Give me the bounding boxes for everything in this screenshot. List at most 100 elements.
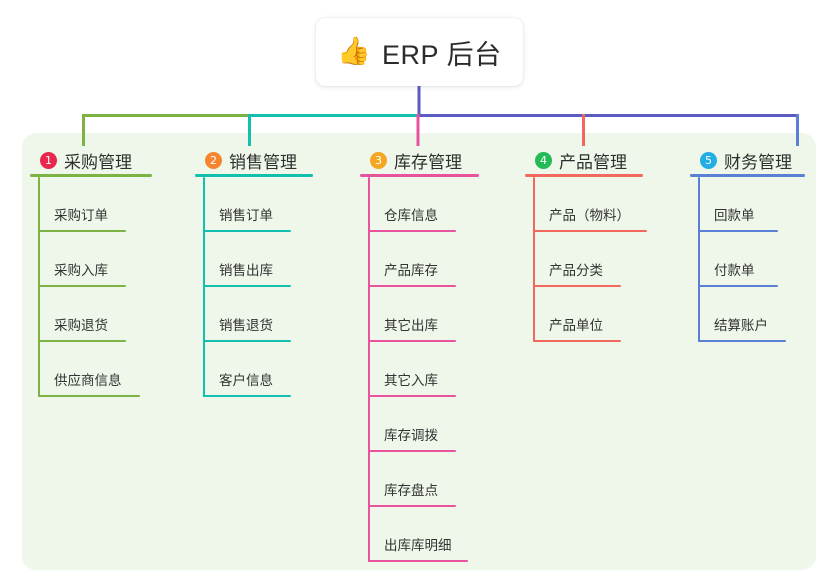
branch-column: 4 产品管理产品（物料） 产品分类产品单位 — [525, 143, 647, 342]
branch-title: 财务管理 — [724, 152, 792, 172]
leaf-label: 销售订单 — [219, 208, 273, 223]
leaf-underline — [368, 340, 456, 342]
leaf-underline — [698, 230, 778, 232]
root-node[interactable]: 👍 ERP 后台 — [316, 18, 523, 86]
branch-leaf-list: 采购订单采购入库采购退货供应商信息 — [30, 177, 140, 397]
leaf-label: 销售退货 — [219, 318, 273, 333]
branch-column: 1 采购管理采购订单采购入库采购退货供应商信息 — [30, 143, 152, 397]
leaf-node[interactable]: 库存盘点 — [360, 452, 462, 507]
leaf-label: 采购退货 — [54, 318, 108, 333]
leaf-node[interactable]: 采购退货 — [30, 287, 132, 342]
leaf-underline — [368, 395, 456, 397]
leaf-label: 回款单 — [714, 208, 755, 223]
leaf-underline — [533, 340, 621, 342]
branch-header[interactable]: 1 采购管理 — [30, 143, 152, 177]
leaf-node[interactable]: 其它入库 — [360, 342, 462, 397]
leaf-node[interactable]: 付款单 — [690, 232, 792, 287]
branch-spine — [203, 177, 205, 397]
leaf-underline — [698, 340, 786, 342]
leaf-node[interactable]: 结算账户 — [690, 287, 792, 342]
branch-number-badge: 2 — [205, 151, 222, 169]
leaf-underline — [38, 230, 126, 232]
leaf-node[interactable]: 销售订单 — [195, 177, 297, 232]
leaf-label: 产品（物料） — [549, 208, 630, 223]
branch-leaf-list: 销售订单销售出库销售退货客户信息 — [195, 177, 297, 397]
leaf-label: 库存盘点 — [384, 483, 438, 498]
leaf-label: 其它出库 — [384, 318, 438, 333]
branch-column: 2 销售管理销售订单销售出库销售退货客户信息 — [195, 143, 313, 397]
leaf-underline — [533, 230, 647, 232]
branch-title: 采购管理 — [64, 152, 132, 172]
leaf-label: 其它入库 — [384, 373, 438, 388]
leaf-underline — [38, 285, 126, 287]
leaf-node[interactable]: 仓库信息 — [360, 177, 462, 232]
leaf-label: 结算账户 — [714, 318, 768, 333]
branch-header-underline — [690, 174, 805, 177]
branch-number-badge: 1 — [40, 151, 57, 169]
thumbs-up-icon: 👍 — [337, 35, 372, 66]
leaf-label: 仓库信息 — [384, 208, 438, 223]
leaf-underline — [203, 340, 291, 342]
leaf-node[interactable]: 库存调拨 — [360, 397, 462, 452]
branch-title: 产品管理 — [559, 152, 627, 172]
root-title: ERP 后台 — [382, 39, 502, 70]
leaf-node[interactable]: 采购入库 — [30, 232, 132, 287]
branch-number-badge: 5 — [700, 151, 717, 169]
leaf-label: 产品分类 — [549, 263, 603, 278]
leaf-label: 库存调拨 — [384, 428, 438, 443]
branch-leaf-list: 仓库信息产品库存其它出库其它入库库存调拨库存盘点出库库明细 — [360, 177, 468, 562]
branch-header[interactable]: 2 销售管理 — [195, 143, 313, 177]
branch-header-underline — [525, 174, 643, 177]
leaf-node[interactable]: 客户信息 — [195, 342, 297, 397]
leaf-underline — [368, 560, 468, 562]
leaf-underline — [368, 285, 456, 287]
leaf-underline — [368, 450, 456, 452]
leaf-node[interactable]: 产品分类 — [525, 232, 627, 287]
leaf-node[interactable]: 产品单位 — [525, 287, 627, 342]
leaf-label: 采购入库 — [54, 263, 108, 278]
leaf-label: 付款单 — [714, 263, 755, 278]
leaf-underline — [203, 395, 291, 397]
branch-spine — [698, 177, 700, 342]
leaf-underline — [38, 395, 140, 397]
branch-leaf-list: 回款单付款单结算账户 — [690, 177, 792, 342]
leaf-label: 产品库存 — [384, 263, 438, 278]
leaf-node[interactable]: 供应商信息 — [30, 342, 140, 397]
branch-header-underline — [360, 174, 479, 177]
branch-header[interactable]: 5 财务管理 — [690, 143, 805, 177]
leaf-label: 采购订单 — [54, 208, 108, 223]
branch-header[interactable]: 4 产品管理 — [525, 143, 643, 177]
leaf-label: 供应商信息 — [54, 373, 122, 388]
leaf-node[interactable]: 产品库存 — [360, 232, 462, 287]
branch-column: 5 财务管理回款单付款单结算账户 — [690, 143, 805, 342]
leaf-underline — [203, 230, 291, 232]
leaf-label: 销售出库 — [219, 263, 273, 278]
leaf-node[interactable]: 产品（物料） — [525, 177, 647, 232]
branch-title: 销售管理 — [229, 152, 297, 172]
leaf-node[interactable]: 销售退货 — [195, 287, 297, 342]
leaf-node[interactable]: 回款单 — [690, 177, 792, 232]
leaf-underline — [698, 285, 778, 287]
branch-title: 库存管理 — [394, 152, 462, 172]
branch-leaf-list: 产品（物料） 产品分类产品单位 — [525, 177, 647, 342]
leaf-label: 客户信息 — [219, 373, 273, 388]
diagram-background-panel — [22, 133, 816, 570]
leaf-underline — [368, 505, 456, 507]
branch-header-underline — [195, 174, 313, 177]
leaf-label: 出库库明细 — [384, 538, 452, 553]
branch-number-badge: 4 — [535, 151, 552, 169]
branch-spine — [38, 177, 40, 397]
leaf-underline — [203, 285, 291, 287]
leaf-node[interactable]: 销售出库 — [195, 232, 297, 287]
leaf-node[interactable]: 采购订单 — [30, 177, 132, 232]
leaf-label: 产品单位 — [549, 318, 603, 333]
branch-header-underline — [30, 174, 152, 177]
leaf-node[interactable]: 其它出库 — [360, 287, 462, 342]
branch-spine — [368, 177, 370, 562]
leaf-node[interactable]: 出库库明细 — [360, 507, 468, 562]
leaf-underline — [38, 340, 126, 342]
leaf-underline — [368, 230, 456, 232]
